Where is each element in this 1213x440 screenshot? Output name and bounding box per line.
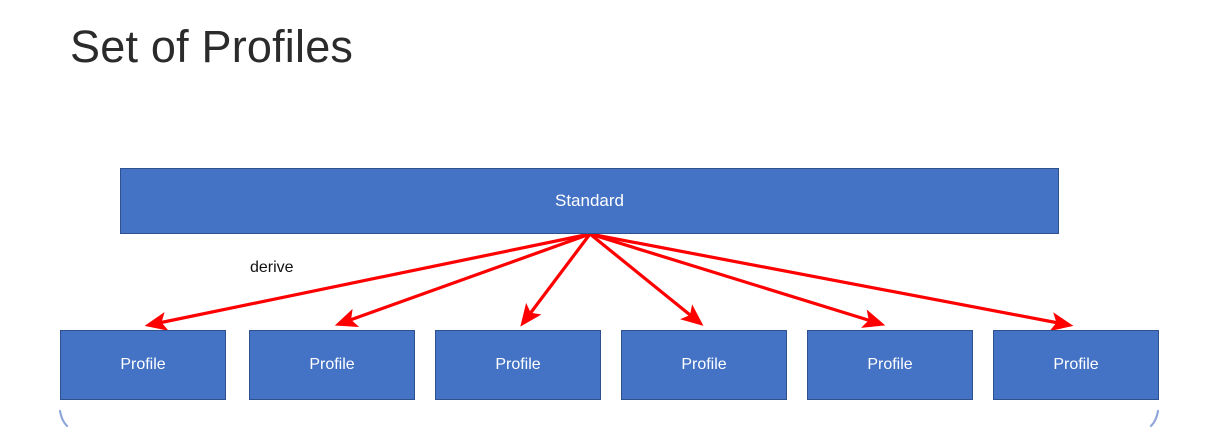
node-profile-5[interactable]: Profile <box>807 330 973 400</box>
connector-arrow-3 <box>520 233 592 327</box>
connector-arrow-2 <box>334 232 591 327</box>
node-standard-label: Standard <box>555 191 624 210</box>
connector-arrow-6 <box>589 232 1074 332</box>
page-title: Set of Profiles <box>70 21 354 72</box>
bottom-left-curve-icon <box>58 409 69 428</box>
node-profile-6[interactable]: Profile <box>993 330 1159 400</box>
node-profile-2[interactable]: Profile <box>249 330 415 400</box>
node-profile-3[interactable]: Profile <box>435 330 601 400</box>
connector-arrow-5 <box>589 232 886 328</box>
node-standard[interactable]: Standard <box>120 168 1059 234</box>
node-profile-4-label: Profile <box>681 356 727 373</box>
node-profile-1-label: Profile <box>120 356 166 373</box>
node-profile-4[interactable]: Profile <box>621 330 787 400</box>
relation-label-derive: derive <box>250 259 294 276</box>
node-profile-6-label: Profile <box>1053 356 1099 373</box>
node-profile-3-label: Profile <box>495 356 541 373</box>
connector-arrow-4 <box>588 232 704 326</box>
node-profile-5-label: Profile <box>867 356 913 373</box>
connector-arrow-1 <box>144 232 591 331</box>
node-profile-1[interactable]: Profile <box>60 330 226 400</box>
bottom-right-curve-icon <box>1149 409 1160 428</box>
node-profile-2-label: Profile <box>309 356 355 373</box>
